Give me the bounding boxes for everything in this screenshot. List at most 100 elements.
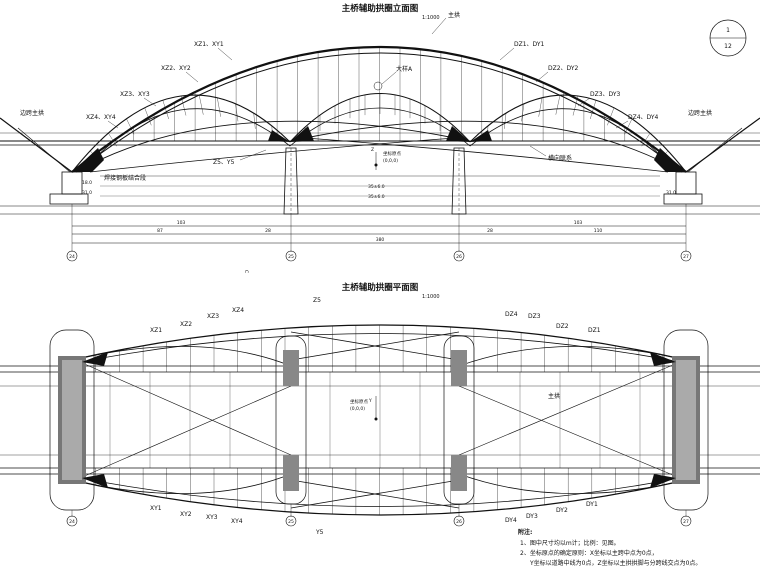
dim-110: 110 <box>594 228 603 234</box>
notes-line-3: Y坐标以道路中线为0点，Z坐标以主拱拱脚与分跨线交点为0点。 <box>529 559 701 567</box>
band-tie-line <box>180 95 187 116</box>
label-dz1: DZ1、DY1 <box>514 41 545 48</box>
pier-25 <box>283 147 299 215</box>
band-tie-line <box>504 113 507 129</box>
plan-pier-bubble-27: 27 <box>680 510 692 527</box>
svg-text:27: 27 <box>683 519 689 525</box>
plan-label-dy1: DY1 <box>586 501 598 508</box>
band-tie-line <box>572 95 579 116</box>
dim-103-left: 103 <box>177 220 186 226</box>
cross-rib-1 <box>75 120 456 173</box>
plan-view: 主桥辅助拱圈平面图 1:1000 <box>0 282 760 536</box>
dim-103-right: 103 <box>574 220 583 226</box>
z5-label: Z5、Y5 <box>213 159 235 166</box>
plan-lattice <box>95 325 663 515</box>
svg-text:25: 25 <box>288 254 294 260</box>
dim-87: 87 <box>157 228 163 234</box>
band-tie-line <box>162 100 169 120</box>
dim-28-left: 28 <box>265 228 271 234</box>
side-span-left-label: 边跨主拱 <box>20 109 44 117</box>
plan-label-xz2: XZ2 <box>180 321 192 328</box>
pier-bubble-24: 24 <box>66 204 78 262</box>
dim-31-left: 31.0 <box>82 190 92 196</box>
plan-pier-24 <box>49 329 95 511</box>
side-span-left-rib <box>0 117 73 173</box>
pier-27 <box>663 171 703 205</box>
plan-label-xy2: XY2 <box>180 511 192 518</box>
dim-elev-1: 35±6.0 <box>368 184 385 190</box>
svg-text:24: 24 <box>69 519 75 525</box>
sheet-number-total: 12 <box>724 43 732 50</box>
band-tie-line <box>126 118 135 135</box>
plan-title: 主桥辅助拱圈平面图 <box>342 282 419 293</box>
band-tie-line <box>607 107 615 126</box>
main-arch-label: 主拱 <box>448 11 460 19</box>
label-dz4: DZ4、DY4 <box>628 114 659 121</box>
band-tie-line <box>641 133 651 147</box>
plan-label-xy1: XY1 <box>150 505 162 512</box>
aux-arch-right-bottom <box>469 108 677 173</box>
plan-label-dz3: DZ3 <box>528 313 541 320</box>
plan-pier-bubble-25: 25 <box>285 504 297 527</box>
band-tie-line <box>624 118 633 135</box>
joint-label: 焊接钢板结合段 <box>104 174 146 182</box>
transverse-label: 横向联系 <box>548 154 572 162</box>
aux-arch-left-bottom <box>81 108 291 173</box>
notes: 附注: 1、图中尺寸均以m计；比例：见图。 2、坐标原点的确定原则：X坐标以主跨… <box>518 528 701 567</box>
plan-label-dz4: DZ4 <box>505 311 518 318</box>
label-dz2: DZ2、DY2 <box>548 65 579 72</box>
svg-text:25: 25 <box>288 519 294 525</box>
svg-text:27: 27 <box>683 254 689 260</box>
plan-scale: 1:1000 <box>422 294 440 300</box>
side-span-right-label: 边跨主拱 <box>688 109 712 117</box>
side-span-left-rib-2 <box>17 127 71 173</box>
side-span-right-rib <box>685 117 760 173</box>
plan-pier-25 <box>275 335 307 505</box>
band-tie-line <box>521 103 525 122</box>
springing-pier25-left <box>268 130 290 142</box>
plan-main-arch-label: 主拱 <box>548 392 560 400</box>
band-tie-line <box>590 100 597 120</box>
plan-top-inner <box>79 333 681 363</box>
plan-pier-27 <box>663 329 709 511</box>
dim-28-right: 28 <box>487 228 493 234</box>
sheet-number-current: 1 <box>726 27 730 34</box>
elevation-title: 主桥辅助拱圈立面图 <box>342 3 419 14</box>
plan-bottom-right <box>458 473 687 495</box>
band-tie-line <box>144 107 152 126</box>
label-xz3: XZ3、XY3 <box>120 91 150 98</box>
plan-label-dy2: DY2 <box>556 507 568 514</box>
plan-label-y5: Y5 <box>315 529 324 536</box>
dim-18: 18.0 <box>82 180 92 186</box>
origin-coord-plan: (0,0,0) <box>350 406 365 412</box>
plan-label-xy4: XY4 <box>231 518 243 525</box>
origin-coord-elev: (0,0,0) <box>383 158 398 164</box>
plan-pier-26 <box>443 335 475 505</box>
band-tie-line <box>235 103 239 122</box>
band-tie-line <box>253 113 256 129</box>
sheet-number: 1 12 <box>709 19 747 57</box>
label-xz1: XZ1、XY1 <box>194 41 224 48</box>
section-cut-mark: C <box>243 270 249 273</box>
label-dz3: DZ3、DY3 <box>590 91 621 98</box>
cross-rib-3 <box>89 137 456 173</box>
plan-bottom-inner <box>79 477 681 507</box>
band-tie-line <box>108 133 117 147</box>
notes-line-1: 1、图中尺寸均以m计；比例：见图。 <box>520 539 620 547</box>
plan-bottom-left <box>71 473 292 495</box>
dim-31-right: 31.0 <box>666 190 676 196</box>
svg-text:26: 26 <box>456 519 462 525</box>
plan-label-xy3: XY3 <box>206 514 218 521</box>
springing-pier25-right <box>290 126 314 142</box>
side-span-right-rib-2 <box>687 127 743 173</box>
springing-pier26-right <box>470 130 492 142</box>
plan-top-left <box>71 345 292 367</box>
plan-label-dy4: DY4 <box>505 517 517 524</box>
elevation-view: 主桥辅助拱圈立面图 1:1000 <box>0 3 760 273</box>
svg-text:24: 24 <box>69 254 75 260</box>
aux-arch-right-top <box>469 94 687 173</box>
springing-pier26-left <box>446 126 470 142</box>
plan-label-dz1: DZ1 <box>588 327 601 334</box>
